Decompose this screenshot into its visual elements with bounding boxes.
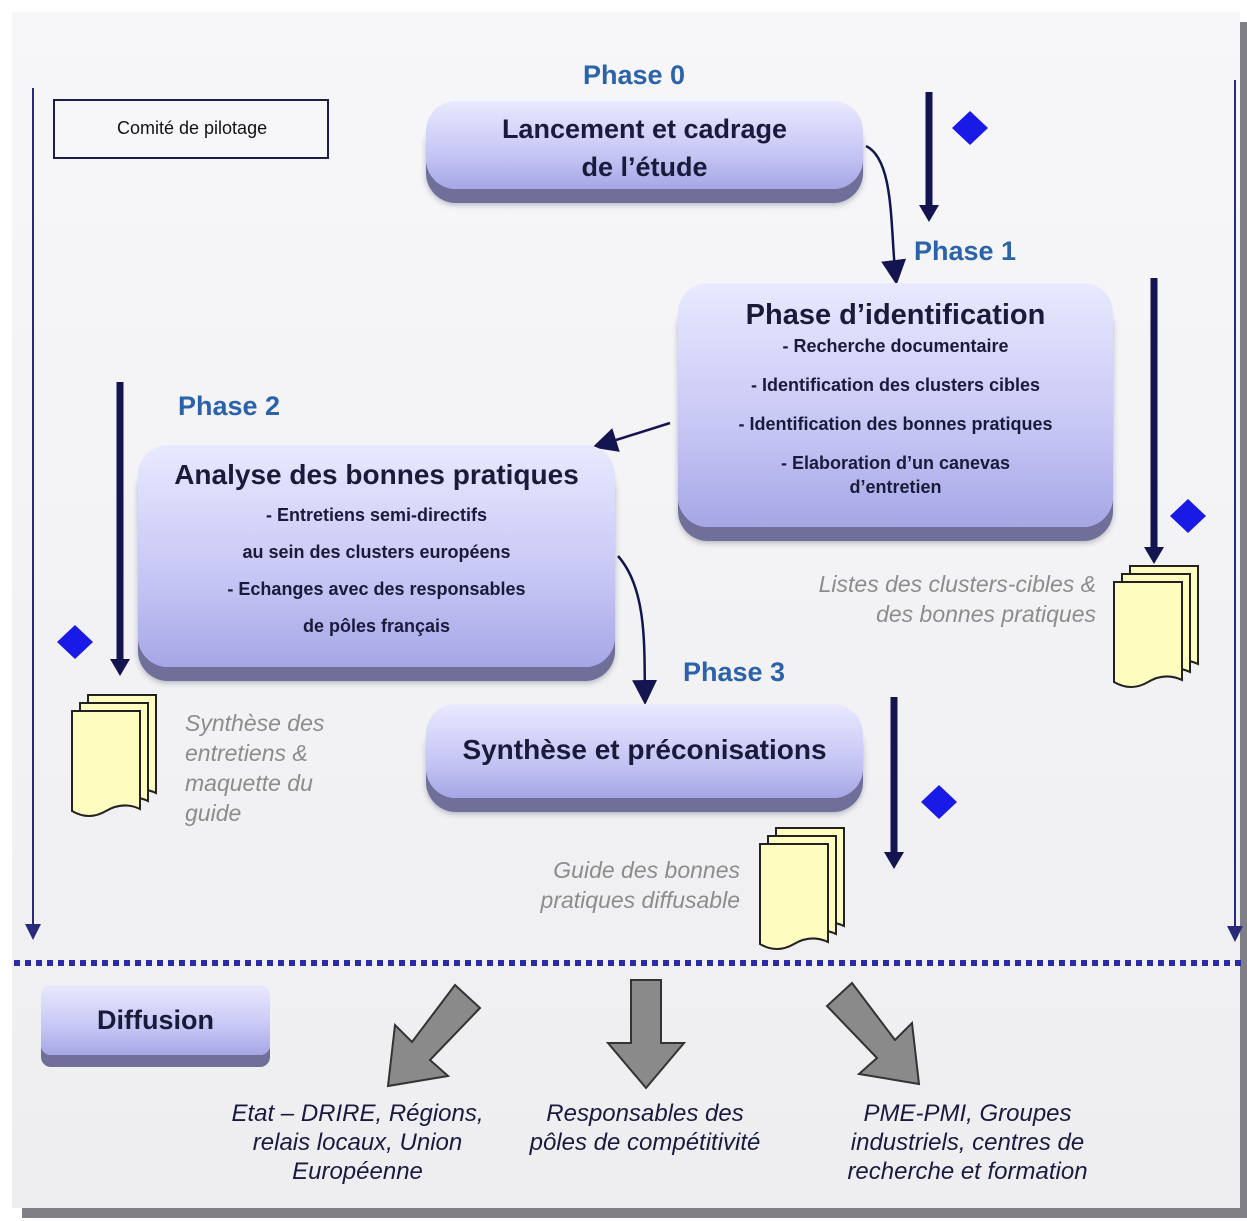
phase1-item: - Identification des bonnes pratiques: [738, 414, 1053, 434]
audience-item: PME-PMI, Groupes industriels, centres de…: [847, 1100, 1088, 1185]
phase0-title: Lancement et cadrage de l’étude: [501, 114, 788, 182]
phase1-item: - Identification des clusters cibles: [750, 375, 1041, 395]
milestone-diamond-icon: [57, 625, 93, 659]
phase2-item: - Entretiens semi-directifs: [265, 505, 488, 525]
phase0-box: Lancement et cadrage de l’étude: [426, 101, 863, 189]
phase1-down-arrow: [1144, 278, 1164, 564]
diffusion-box: Diffusion: [41, 985, 270, 1055]
phase2-item: - Echanges avec des responsables: [227, 579, 526, 599]
milestone-diamond-icon: [921, 785, 957, 819]
phase1-title: Phase d’identification: [745, 299, 1046, 331]
milestone-diamond-icon: [952, 111, 988, 145]
diffusion-arrow-right: [825, 981, 921, 1086]
phase1-box: Phase d’identification - Recherche docum…: [678, 283, 1113, 527]
phase2-item: au sein des clusters européens: [242, 542, 511, 562]
deliverable-p3: Guide des bonnes pratiques diffusable: [540, 857, 740, 913]
diffusion-arrow-center: [605, 979, 687, 1090]
connector-p0-p1: [865, 144, 907, 285]
audience-item: Responsables des pôles de compétitivité: [529, 1100, 761, 1156]
phase1-item: - Recherche documentaire: [782, 336, 1009, 356]
diffusion-arrow-left: [386, 983, 482, 1088]
diffusion-label: Diffusion: [97, 1005, 214, 1035]
audience-item: Etat – DRIRE, Régions, relais locaux, Un…: [231, 1100, 484, 1185]
phase1-label: Phase 1: [914, 236, 1017, 266]
connector-p1-p2: [592, 421, 671, 452]
phase2-down-arrow: [110, 382, 130, 676]
phase3-down-arrow: [884, 697, 904, 869]
connector-p2-p3: [617, 555, 658, 705]
milestone-diamond-icon: [1170, 499, 1206, 533]
phase2-item: de pôles français: [302, 616, 451, 636]
document-stack-icon: [71, 694, 157, 817]
legend-box: Comité de pilotage: [53, 99, 329, 159]
phase1-item: - Elaboration d’un canevas d’entretien: [780, 453, 1011, 497]
phase0-label: Phase 0: [583, 60, 686, 90]
phase2-box: Analyse des bonnes pratiques - Entretien…: [138, 445, 615, 667]
legend-label: Comité de pilotage: [117, 118, 268, 138]
phase3-title: Synthèse et préconisations: [462, 734, 827, 765]
phase2-title: Analyse des bonnes pratiques: [174, 459, 579, 490]
phase3-label: Phase 3: [683, 657, 786, 687]
document-stack-icon: [1113, 565, 1199, 688]
phase0-down-arrow: [919, 92, 939, 222]
phase2-label: Phase 2: [178, 391, 281, 421]
document-stack-icon: [759, 827, 845, 950]
deliverable-p1: Listes des clusters-cibles & des bonnes …: [818, 571, 1096, 627]
deliverable-p2: Synthèse des entretiens & maquette du gu…: [185, 710, 325, 826]
phase3-box: Synthèse et préconisations: [426, 704, 863, 798]
